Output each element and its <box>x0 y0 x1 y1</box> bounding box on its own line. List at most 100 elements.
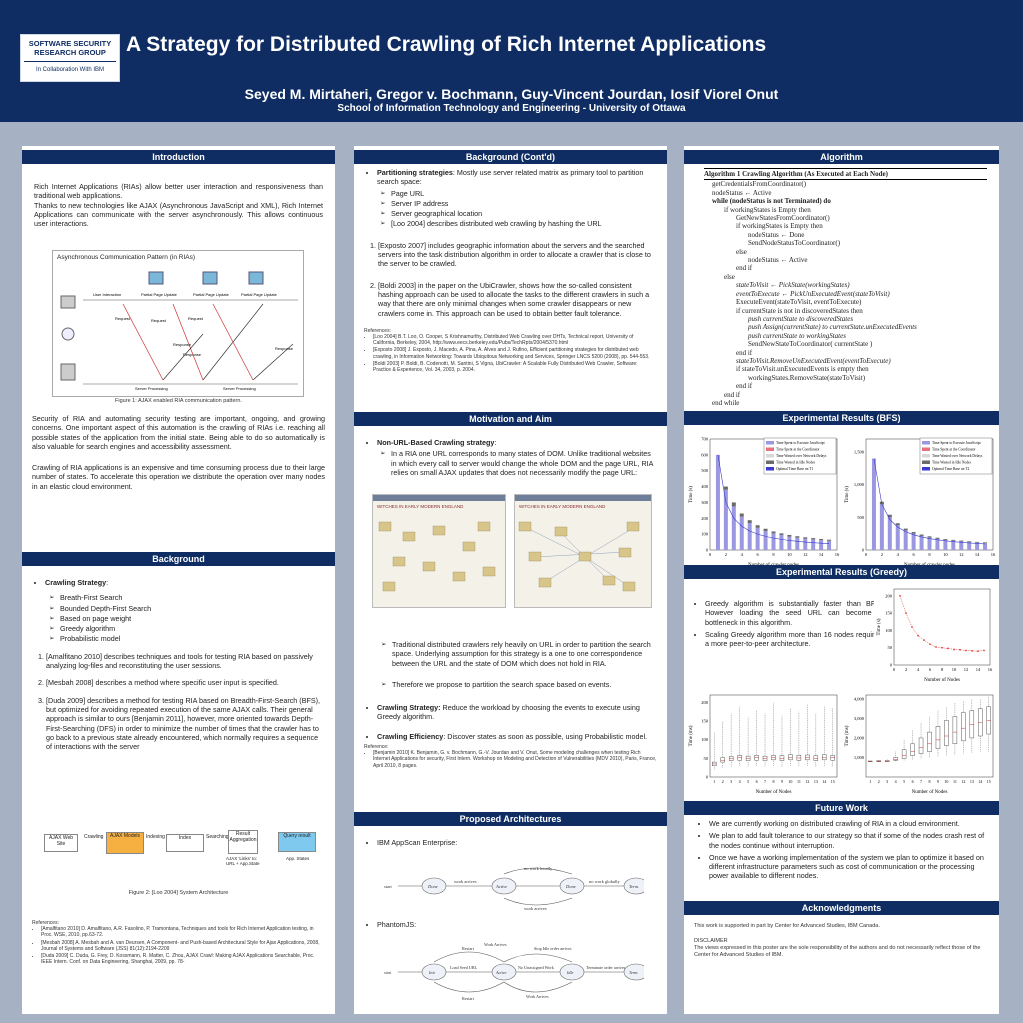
x-tick-label: 8 <box>928 552 931 557</box>
y-tick-label: 50 <box>704 756 709 761</box>
background-item: [Duda 2009] describes a method for testi… <box>46 696 325 752</box>
x-tick-label: 14 <box>976 667 981 672</box>
nonurl-label: Non-URL-Based Crawling strategy <box>377 438 495 447</box>
figure2-caption: Figure 2: [Loo 2004] System Architecture <box>128 890 229 896</box>
plot-frame <box>709 694 838 778</box>
state-label: Active <box>495 970 507 975</box>
bar-js <box>903 530 908 550</box>
bar-idle <box>919 534 924 536</box>
x-tick-label: 4 <box>739 779 741 784</box>
legend-swatch <box>766 467 774 471</box>
refs-title: Reference: <box>364 744 389 751</box>
x-tick-label: 10 <box>787 552 792 557</box>
bar-js <box>895 525 900 550</box>
bar-idle <box>911 532 916 534</box>
bar-js <box>819 540 824 550</box>
x-tick-label: 2 <box>722 779 724 784</box>
x-tick-label: 7 <box>764 779 766 784</box>
arch-label: Searching <box>206 834 229 840</box>
state-label: Done <box>427 884 438 889</box>
box-body <box>961 712 966 742</box>
bar-idle <box>975 541 980 543</box>
bar-js <box>747 523 752 550</box>
x-tick-label: 14 <box>819 552 824 557</box>
bar-idle <box>763 528 768 531</box>
browser-icon-2 <box>202 271 218 285</box>
x-tick-label: 1 <box>713 779 715 784</box>
greedy-point <box>965 649 967 652</box>
algo-line: if stateToVisit.unExecutedEvents is empt… <box>736 365 869 374</box>
authors: Seyed M. Mirtaheri, Gregor v. Bochmann, … <box>244 86 779 102</box>
y-tick-label: 3,000 <box>854 716 865 722</box>
y-tick-label: 0 <box>706 548 709 553</box>
async-label: Partial Page Update <box>141 292 178 297</box>
box-body <box>720 757 725 763</box>
y-tick-label: 150 <box>701 719 709 724</box>
bar-js <box>911 533 916 550</box>
browser-icon-1 <box>148 271 164 285</box>
box-body <box>927 731 932 752</box>
y-tick-label: 500 <box>857 515 865 520</box>
x-tick-label: 4 <box>895 779 897 784</box>
x-tick-label: 10 <box>952 667 957 672</box>
bar-js <box>919 535 924 550</box>
x-tick-label: 8 <box>941 667 944 672</box>
ref-item: [Boldi 2003] P. Boldi, B. Codenotti, M. … <box>373 361 657 373</box>
y-tick-label: 300 <box>701 500 709 505</box>
state-label: Active <box>495 884 507 889</box>
arch-item-phantomjs: PhantomJS: <box>377 920 657 929</box>
greedy-point <box>947 647 949 650</box>
x-tick-label: 6 <box>756 779 758 784</box>
legend-swatch <box>766 441 774 445</box>
x-tick-label: 1 <box>869 779 871 784</box>
algo-line: end if <box>736 264 753 273</box>
future-section: Future Work We are currently working on … <box>684 801 999 884</box>
ajax-website-box: AJAX Web Site <box>44 834 78 852</box>
transition-label: Restart <box>462 946 475 951</box>
server-icon <box>60 363 76 381</box>
background-item: [Amalfitano 2010] describes techniques a… <box>46 652 325 671</box>
bar-idle <box>887 514 892 518</box>
partition-label: Partitioning strategies <box>377 168 453 177</box>
rich-app-screenshot-2: WITCHES IN EARLY MODERN ENGLAND <box>514 494 652 608</box>
plot-frame <box>893 588 991 666</box>
x-tick-label: 12 <box>961 779 965 784</box>
state-label: Init <box>428 970 436 975</box>
algo-line: eventToExecute ← PickUnExecutedEvent(sta… <box>736 289 890 298</box>
x-tick-label: 2 <box>725 552 727 557</box>
bar-idle <box>967 541 972 543</box>
state-label: start <box>384 884 392 889</box>
ref-item: [Mesbah 2008] A. Mesbah and A. van Deurs… <box>41 940 325 952</box>
bar-js <box>787 536 792 550</box>
bar-js <box>951 540 956 550</box>
bar-idle <box>747 520 752 524</box>
bar-idle <box>795 536 800 538</box>
bar-idle <box>803 537 808 539</box>
transition-label: no work locally <box>524 866 553 871</box>
y-tick-label: 100 <box>701 532 709 537</box>
x-tick-label: 12 <box>959 552 964 557</box>
bar-idle <box>787 534 792 537</box>
x-tick-label: 16 <box>835 552 840 557</box>
bar-js <box>739 516 744 550</box>
logo-subtext: In Collaboration With IBM <box>24 61 116 73</box>
state-label: Done <box>565 884 576 889</box>
y-tick-label: 2,000 <box>854 735 865 741</box>
greedy-point <box>977 650 979 653</box>
x-tick-label: 8 <box>773 779 775 784</box>
motivation-sub1: Traditional distributed crawlers rely he… <box>381 640 657 668</box>
strategy-item: Probabilistic model <box>49 634 325 644</box>
arch-label: Crawling <box>84 834 104 840</box>
intro-p2: Security of RIA and automating security … <box>32 414 325 451</box>
refs-title: References: <box>32 920 59 926</box>
bfs-chart-1: 01002003004005006007000246810121416Numbe… <box>686 433 841 568</box>
algo-line: end if <box>736 382 753 391</box>
legend-swatch <box>766 460 774 464</box>
partition-item: Server geographical location <box>380 209 657 219</box>
box-body <box>893 757 898 761</box>
screenshot-graph <box>378 521 496 592</box>
legend-label: Time Wasted over Network Delays <box>776 454 827 458</box>
legend-label: Optimal Time Base on T1 <box>776 467 813 471</box>
bar-idle <box>959 540 964 542</box>
